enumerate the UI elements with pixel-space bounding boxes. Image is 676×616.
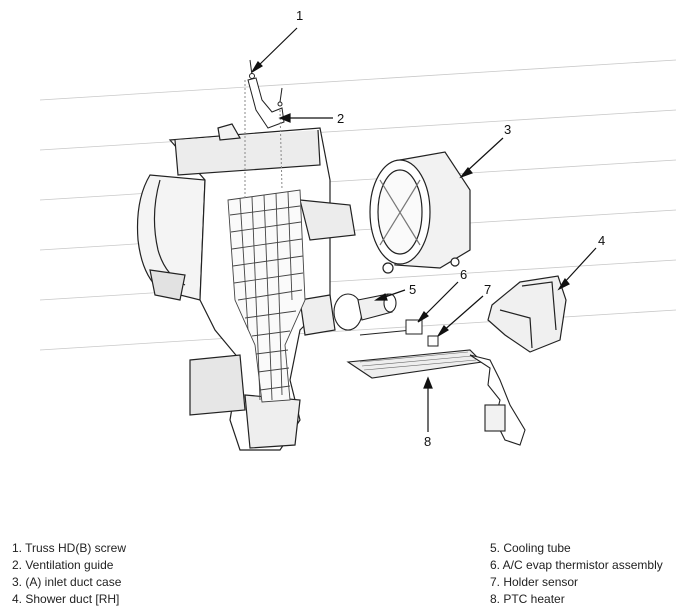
thermistor-assembly-part bbox=[359, 319, 439, 347]
callout-7: 7 bbox=[484, 282, 492, 297]
callout-6: 6 bbox=[460, 267, 468, 282]
inlet-duct-case-part bbox=[369, 151, 471, 274]
callout-8: 8 bbox=[424, 434, 432, 449]
legend-item: 5. Cooling tube bbox=[490, 541, 571, 555]
ventilation-guide-part bbox=[244, 59, 285, 200]
legend-item: 2. Ventilation guide bbox=[12, 558, 114, 572]
legend-item: 8. PTC heater bbox=[490, 592, 565, 606]
holder-sensor-part bbox=[427, 335, 439, 347]
callout-1: 1 bbox=[296, 8, 304, 23]
legend-item: 3. (A) inlet duct case bbox=[12, 575, 122, 589]
legend-item: 4. Shower duct [RH] bbox=[12, 592, 120, 606]
shower-duct-rh-part bbox=[487, 275, 567, 353]
callout-3: 3 bbox=[504, 122, 512, 137]
legend-right-column: 5. Cooling tube 6. A/C evap thermistor a… bbox=[490, 540, 663, 608]
legend-item: 7. Holder sensor bbox=[490, 575, 579, 589]
leader-lines bbox=[251, 27, 597, 432]
legend-left-column: 1. Truss HD(B) screw 2. Ventilation guid… bbox=[12, 540, 126, 608]
legend-item: 1. Truss HD(B) screw bbox=[12, 541, 127, 555]
callout-5: 5 bbox=[409, 282, 417, 297]
truss-screw-part bbox=[249, 59, 253, 76]
callout-4: 4 bbox=[598, 233, 606, 248]
legend-item: 6. A/C evap thermistor assembly bbox=[490, 558, 663, 572]
exploded-assembly-diagram bbox=[39, 27, 676, 451]
ventilation-lattice bbox=[227, 189, 306, 403]
ptc-heater-part bbox=[346, 349, 526, 446]
callout-2: 2 bbox=[337, 111, 345, 126]
